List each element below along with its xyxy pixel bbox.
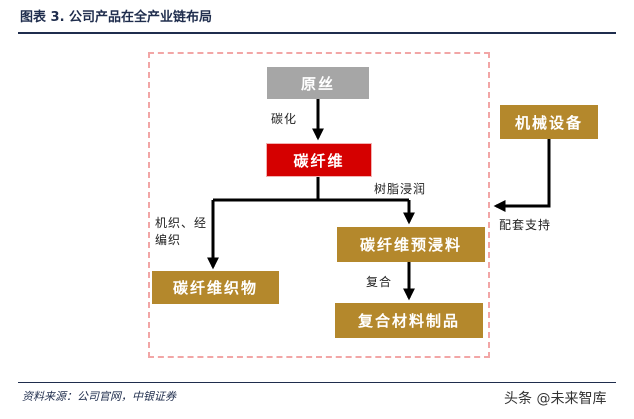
node-raw-silk: 原丝 (267, 67, 369, 99)
company-scope-dashed-box (148, 52, 490, 358)
figure-title: 图表 3. 公司产品在全产业链布局 (20, 10, 213, 25)
label-supporting: 配套支持 (499, 218, 552, 232)
source-note: 资料来源：公司官网，中银证券 (22, 390, 176, 403)
node-carbon-fiber-fabric: 碳纤维织物 (152, 271, 279, 304)
title-rule (18, 32, 616, 34)
label-weaving: 机织、经编织 (155, 216, 208, 247)
label-compositing: 复合 (366, 275, 393, 289)
label-carbonization: 碳化 (271, 112, 298, 126)
label-resin-impregnation: 树脂浸润 (374, 182, 427, 196)
watermark: 头条 @未来智库 (504, 391, 607, 407)
node-composite-products: 复合材料制品 (335, 303, 483, 338)
node-carbon-fiber-prepreg: 碳纤维预浸料 (337, 227, 485, 262)
node-machinery-equipment: 机械设备 (500, 105, 598, 139)
footer-rule (18, 382, 616, 383)
arrow-machinery-support (493, 139, 551, 212)
node-carbon-fiber: 碳纤维 (266, 143, 372, 177)
